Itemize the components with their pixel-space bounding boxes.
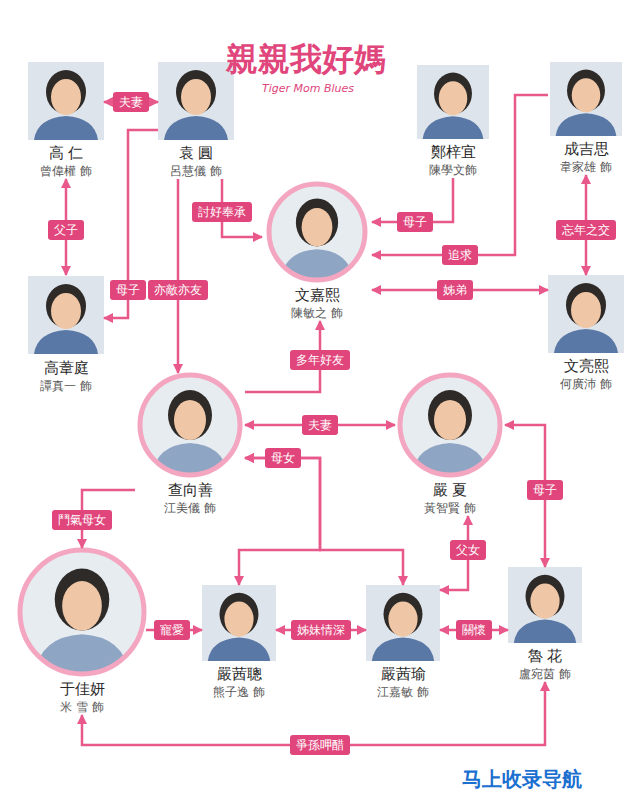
relation-label: 母女: [265, 448, 301, 468]
character-card: 魯 花盧宛茵 飾: [508, 567, 582, 682]
actor-name: 呂慧儀 飾: [158, 163, 234, 179]
character-card: 成吉思韋家雄 飾: [548, 62, 624, 175]
actor-name: 韋家雄 飾: [548, 159, 624, 175]
relation-label: 追求: [442, 245, 478, 265]
portrait: [366, 585, 440, 661]
photo-slot: [548, 62, 624, 140]
relation-label: 夫妻: [302, 415, 338, 435]
portrait-ring: [140, 375, 240, 475]
relation-line: [372, 95, 548, 255]
portrait: [548, 275, 624, 353]
relation-label: 父女: [450, 540, 486, 560]
actor-name: 曾偉權 飾: [28, 163, 104, 179]
portrait: [28, 62, 104, 140]
chart-title: 親親我好媽: [226, 40, 386, 78]
portrait: [508, 567, 582, 643]
relation-label: 討好奉承: [192, 202, 252, 222]
photo-slot: [548, 275, 624, 357]
character-card: 嚴茜聰熊子逸 飾: [202, 585, 276, 700]
relation-line: [245, 458, 403, 585]
relation-label: 多年好友: [290, 350, 350, 370]
portrait-ring: [400, 375, 500, 475]
character-name: 查向善: [135, 481, 245, 500]
portrait: [158, 62, 234, 140]
character-name: 成吉思: [548, 140, 624, 159]
watermark: 马上收录导航: [462, 766, 582, 793]
character-name: 文亮熙: [548, 357, 624, 376]
relation-label: 亦敵亦友: [148, 280, 208, 300]
photo-slot: [28, 62, 104, 144]
character-card: 文亮熙何廣沛 飾: [548, 275, 624, 392]
character-name: 高葦庭: [28, 359, 104, 378]
portrait: [400, 375, 500, 475]
photo-slot: [262, 182, 372, 286]
portrait: [140, 375, 240, 475]
subtitle: Tiger Mom Blues: [262, 82, 354, 95]
character-card: 嚴茜瑜江嘉敏 飾: [366, 585, 440, 700]
relation-label: 父子: [48, 220, 84, 240]
character-card: 查向善江美儀 飾: [135, 373, 245, 516]
relation-label: 姊弟: [437, 280, 473, 300]
relation-line: [177, 179, 180, 373]
relation-label: 爭孫呷醋: [290, 735, 350, 755]
relation-label: 母子: [110, 280, 146, 300]
portrait: [20, 550, 144, 674]
portrait: [202, 585, 276, 661]
relation-label: 母子: [397, 212, 433, 232]
actor-name: 熊子逸 飾: [202, 684, 276, 700]
character-name: 魯 花: [508, 647, 582, 666]
portrait: [550, 62, 622, 136]
character-card: 鄭梓宜陳學文飾: [415, 65, 491, 178]
character-name: 嚴 夏: [395, 481, 505, 500]
character-card: 高葦庭譚真一 飾: [28, 275, 104, 394]
photo-slot: [395, 373, 505, 481]
relation-label: 關懷: [456, 620, 492, 640]
character-name: 嚴茜聰: [202, 665, 276, 684]
character-name: 高 仁: [28, 144, 104, 163]
relation-label: 忘年之交: [556, 220, 616, 240]
character-card: 高 仁曾偉權 飾: [28, 62, 104, 179]
actor-name: 黃智賢 飾: [395, 500, 505, 516]
actor-name: 何廣沛 飾: [548, 376, 624, 392]
character-card: 嚴 夏黃智賢 飾: [395, 373, 505, 516]
photo-slot: [135, 373, 245, 481]
photo-slot: [508, 567, 582, 647]
actor-name: 米 雪 飾: [18, 699, 146, 715]
character-card: 袁 圓呂慧儀 飾: [158, 62, 234, 179]
relation-label: 寵愛: [154, 620, 190, 640]
photo-slot: [415, 65, 491, 143]
character-name: 鄭梓宜: [415, 143, 491, 162]
portrait-ring: [269, 184, 365, 280]
photo-slot: [28, 275, 104, 359]
photo-slot: [18, 548, 146, 680]
relation-label: 鬥氣母女: [52, 510, 112, 530]
portrait: [269, 184, 365, 280]
actor-name: 陳敏之 飾: [262, 305, 372, 321]
character-name: 文嘉熙: [262, 286, 372, 305]
character-name: 嚴茜瑜: [366, 665, 440, 684]
photo-slot: [202, 585, 276, 665]
character-card: 文嘉熙陳敏之 飾: [262, 182, 372, 321]
portrait: [28, 276, 104, 354]
portrait: [417, 65, 489, 139]
portrait-ring: [20, 550, 144, 674]
character-card: 于佳妍米 雪 飾: [18, 548, 146, 715]
actor-name: 江美儀 飾: [135, 500, 245, 516]
actor-name: 譚真一 飾: [28, 378, 104, 394]
photo-slot: [366, 585, 440, 665]
photo-slot: [158, 62, 234, 144]
character-name: 袁 圓: [158, 144, 234, 163]
relation-label: 母子: [527, 480, 563, 500]
relation-label: 姊妹情深: [291, 620, 351, 640]
actor-name: 陳學文飾: [415, 162, 491, 178]
actor-name: 盧宛茵 飾: [508, 666, 582, 682]
relation-line: [239, 458, 320, 585]
actor-name: 江嘉敏 飾: [366, 684, 440, 700]
character-name: 于佳妍: [18, 680, 146, 699]
relation-label: 夫妻: [113, 92, 149, 112]
